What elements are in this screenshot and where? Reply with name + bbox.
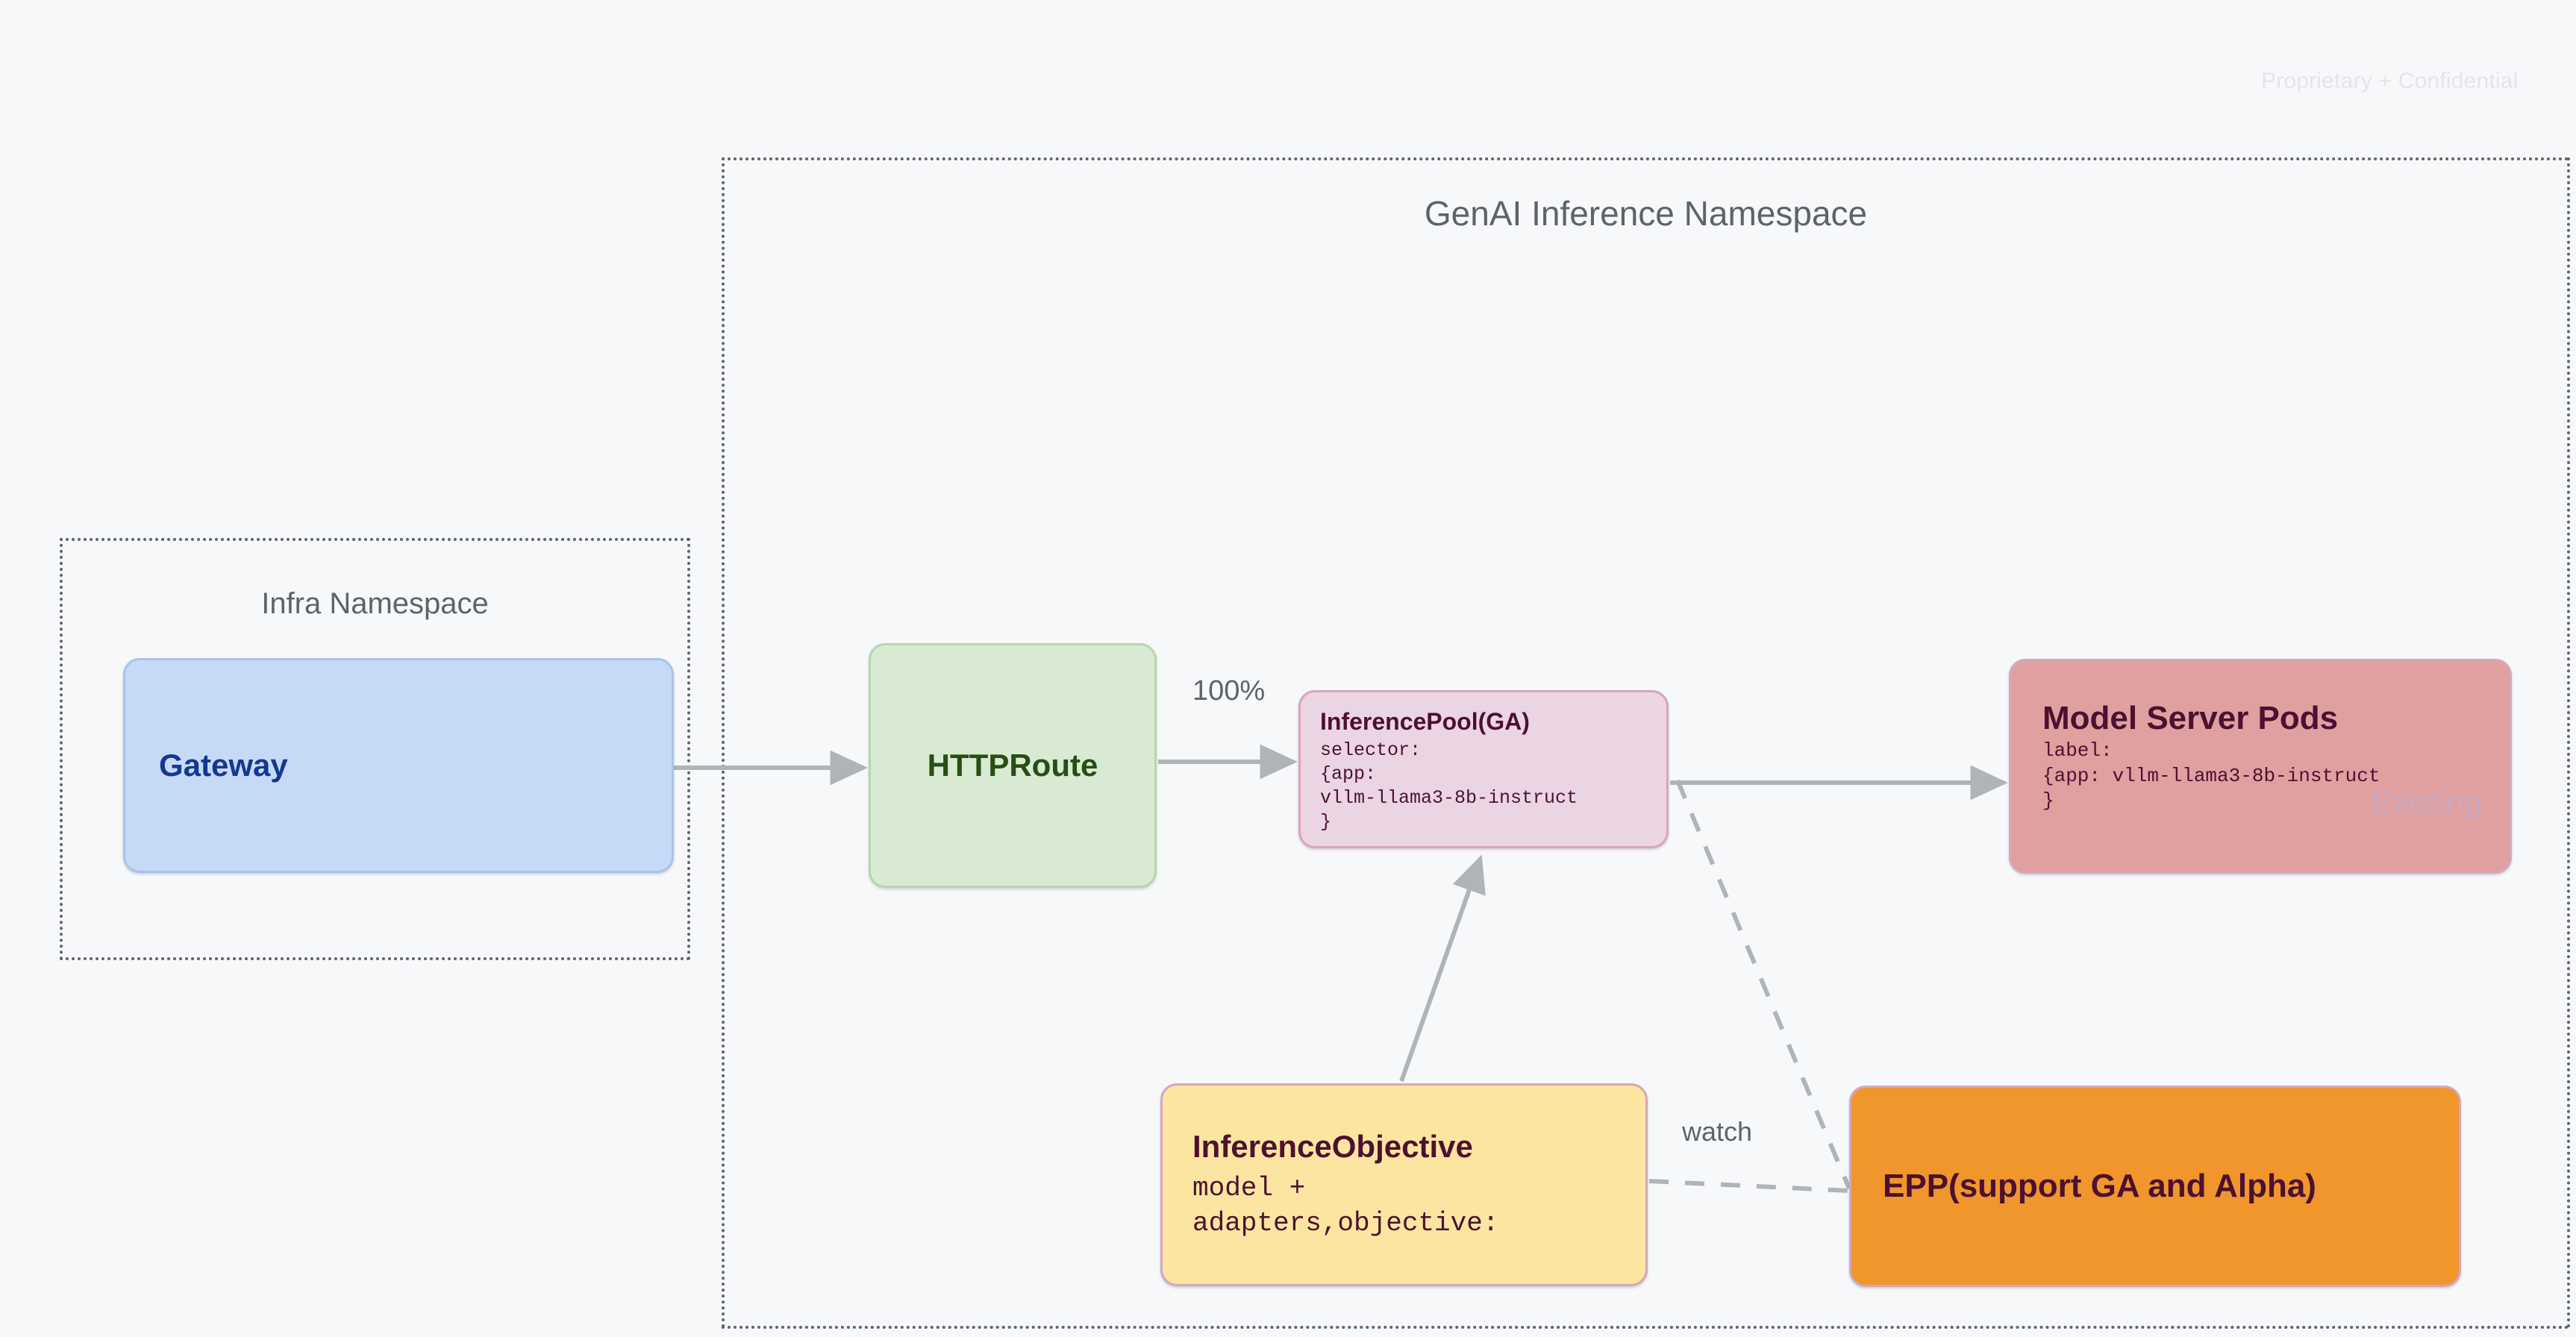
infra-namespace-container: Infra Namespace	[60, 538, 690, 960]
node-epp[interactable]: EPP(support GA and Alpha)	[1849, 1086, 2461, 1287]
node-inferencepool[interactable]: InferencePool(GA) selector: {app: vllm-l…	[1298, 690, 1669, 848]
genai-namespace-title: GenAI Inference Namespace	[1424, 194, 1868, 233]
node-httproute[interactable]: HTTPRoute	[869, 643, 1157, 888]
inferencepool-title: InferencePool(GA)	[1320, 708, 1530, 735]
model-server-pods-body: label: {app: vllm-llama3-8b-instruct }	[2042, 739, 2380, 812]
model-server-pods-title: Model Server Pods	[2042, 700, 2339, 736]
existing-badge: Existing	[2371, 785, 2481, 820]
node-inferenceobjective[interactable]: InferenceObjective model + adapters,obje…	[1160, 1083, 1648, 1286]
inferencepool-body: selector: {app: vllm-llama3-8b-instruct …	[1320, 739, 1578, 833]
gateway-title: Gateway	[159, 748, 288, 783]
node-gateway[interactable]: Gateway	[123, 658, 674, 873]
node-model-server-pods[interactable]: Model Server Pods label: {app: vllm-llam…	[2009, 659, 2512, 874]
inferenceobjective-title: InferenceObjective	[1192, 1129, 1473, 1165]
edge-label-watch: watch	[1682, 1116, 1753, 1147]
genai-namespace-container: GenAI Inference Namespace	[722, 157, 2570, 1329]
edge-label-traffic-weight: 100%	[1192, 675, 1266, 707]
infra-namespace-title: Infra Namespace	[261, 587, 489, 620]
confidential-watermark: Proprietary + Confidential	[2261, 69, 2519, 93]
inferenceobjective-body: model + adapters,objective:	[1192, 1173, 1499, 1239]
httproute-title: HTTPRoute	[927, 748, 1098, 783]
epp-title: EPP(support GA and Alpha)	[1883, 1168, 2316, 1205]
